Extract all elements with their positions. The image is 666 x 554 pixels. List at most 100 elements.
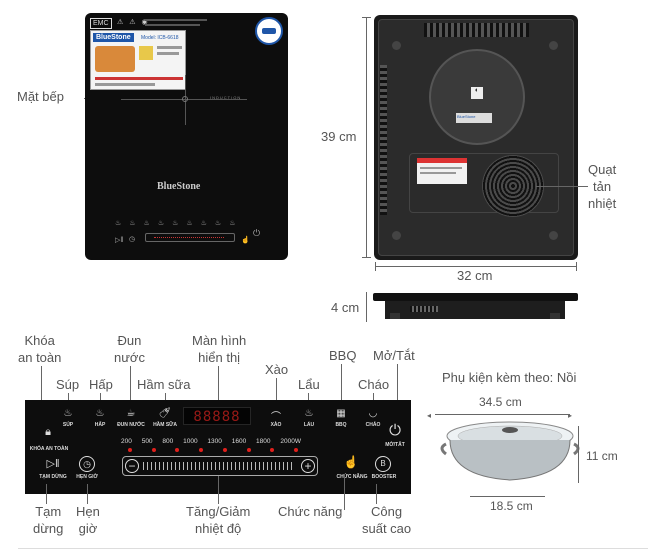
lock-icon: 🔒︎ xyxy=(45,426,51,438)
hotpot-icon: ♨ xyxy=(304,408,314,419)
power-level: 800 xyxy=(162,438,174,445)
foot xyxy=(392,41,401,50)
emc-badge: EMC xyxy=(90,18,112,29)
fine-print xyxy=(145,19,207,21)
power-level: 1600 xyxy=(231,438,247,445)
power-level: 200 xyxy=(121,438,132,445)
label-cong-suat: Công suất cao xyxy=(362,504,412,536)
food-photo xyxy=(95,46,135,72)
khoa-an-toan-button[interactable]: KHÓA AN TOÀN xyxy=(29,446,69,452)
chuc-nang-button[interactable]: CHỨC NĂNG xyxy=(336,474,368,480)
lid-knob xyxy=(502,427,518,433)
thickness-dimension-line xyxy=(366,292,367,322)
pause-icon: ▷‖ xyxy=(46,458,60,470)
power-led xyxy=(246,448,251,452)
power-led xyxy=(293,448,298,452)
fine-print xyxy=(145,24,200,26)
booster-icon: B xyxy=(375,456,391,472)
timer-icon: ◷ xyxy=(79,456,95,472)
label-sup: Súp xyxy=(56,377,80,392)
fan-pointer-line xyxy=(536,186,588,187)
label-khoa-an-toan: Khóa an toàn xyxy=(18,333,62,365)
power-level-row: 200 500 800 1000 1300 1600 1800 2000W xyxy=(121,438,301,445)
vent-left xyxy=(380,65,387,215)
power-led xyxy=(222,448,227,452)
mini-timer-icon: ◷ xyxy=(129,236,136,243)
label-dun-nuoc: Đun nước xyxy=(114,333,145,365)
product-sticker: BlueStone Model: ICB-6618 xyxy=(90,30,186,90)
foot xyxy=(549,41,558,50)
bottom-divider xyxy=(18,548,648,549)
sticker-brand: BlueStone xyxy=(93,33,134,42)
plus-icon[interactable]: + xyxy=(301,459,315,473)
width-dimension-label: 32 cm xyxy=(457,268,493,283)
label-chao: Cháo xyxy=(358,377,390,392)
sticker-text xyxy=(95,83,155,86)
porridge-icon: ◡ xyxy=(368,408,378,419)
power-led xyxy=(151,448,156,452)
label-xao: Xào xyxy=(265,362,289,377)
vent-top xyxy=(424,23,529,37)
pot-base-line xyxy=(470,496,545,497)
brand-logo: BlueStone xyxy=(157,181,201,192)
sticker-stripe xyxy=(95,77,183,80)
hap-button[interactable]: HẤP xyxy=(94,422,106,428)
sticker-text xyxy=(157,46,182,49)
foot xyxy=(392,231,401,240)
mat-bep-label: Mặt bếp xyxy=(17,89,64,104)
power-led xyxy=(270,448,275,452)
power-level: 1000 xyxy=(183,438,198,445)
mini-pause-icon: ▷‖ xyxy=(115,237,124,244)
temperature-slider[interactable]: − + xyxy=(122,456,318,476)
power-led xyxy=(175,448,180,452)
pot-diameter-label: 34.5 cm xyxy=(479,395,522,409)
sticker-model: Model: ICB-6618 xyxy=(141,35,179,41)
warning-icons: ⚠ ⚠ ◉ xyxy=(117,19,150,26)
ham-sua-button[interactable]: HẦM SỮA xyxy=(153,422,177,428)
grill-icon: ▦ xyxy=(336,408,346,419)
minus-icon[interactable]: − xyxy=(125,459,139,473)
lau-button[interactable]: LẨU xyxy=(303,422,315,428)
mini-slider xyxy=(145,233,235,242)
label-hen-gio: Hẹn giờ xyxy=(76,504,100,536)
pot-handle-left xyxy=(440,442,447,456)
foot xyxy=(549,231,558,240)
sticker-text xyxy=(157,52,179,55)
mini-hand-icon: ☝ xyxy=(241,237,250,244)
stir-fry-icon: ⌒ xyxy=(271,412,281,423)
fan-label: Quạt tản nhiệt xyxy=(588,162,617,211)
mini-control-icons: ♨♨♨♨♨♨♨♨♨ xyxy=(115,220,244,227)
pot-height-line xyxy=(578,426,579,483)
width-dimension-line xyxy=(375,266,577,267)
power-icon: ⏻ xyxy=(389,422,401,439)
tam-dung-button[interactable]: TẠM DỪNG xyxy=(39,474,67,480)
plate-label: BlueStone xyxy=(456,113,492,123)
hen-gio-button[interactable]: HẸN GIỜ xyxy=(76,474,98,480)
booster-button[interactable]: BOOSTER xyxy=(371,474,397,480)
dun-nuoc-button[interactable]: ĐUN NƯỚC xyxy=(117,422,145,428)
sticker-icon xyxy=(139,46,153,60)
label-man-hinh: Màn hình hiển thị xyxy=(192,333,247,365)
chao-button[interactable]: CHÁO xyxy=(365,422,381,428)
zone-center xyxy=(182,96,188,102)
pot-illustration xyxy=(440,421,580,481)
pot-diameter-line xyxy=(435,414,570,415)
bbq-button[interactable]: BBQ xyxy=(335,422,347,428)
kettle-icon: ☕︎ xyxy=(126,408,136,419)
power-level: 500 xyxy=(141,438,153,445)
height-dimension-label: 39 cm xyxy=(321,129,357,144)
pot-height-label: 11 cm xyxy=(586,449,618,463)
led-row xyxy=(128,448,298,452)
led-display: 88888 xyxy=(183,407,251,425)
cooling-fan xyxy=(482,155,544,217)
hand-icon: ☝ xyxy=(343,455,359,469)
sup-button[interactable]: SÚP xyxy=(62,422,74,428)
xao-button[interactable]: XÀO xyxy=(270,422,282,428)
accessory-title: Phụ kiện kèm theo: Nồi xyxy=(442,370,577,385)
steam-icon: ♨ xyxy=(95,408,105,419)
warning-label xyxy=(417,158,467,184)
mo-tat-button[interactable]: MỞ/TẮT xyxy=(385,442,405,448)
cooktop-top-view: EMC ⚠ ⚠ ◉ BlueStone Model: ICB-6618 INDU… xyxy=(85,13,288,260)
power-level: 1300 xyxy=(207,438,222,445)
induction-text: INDUCTION xyxy=(210,95,242,100)
